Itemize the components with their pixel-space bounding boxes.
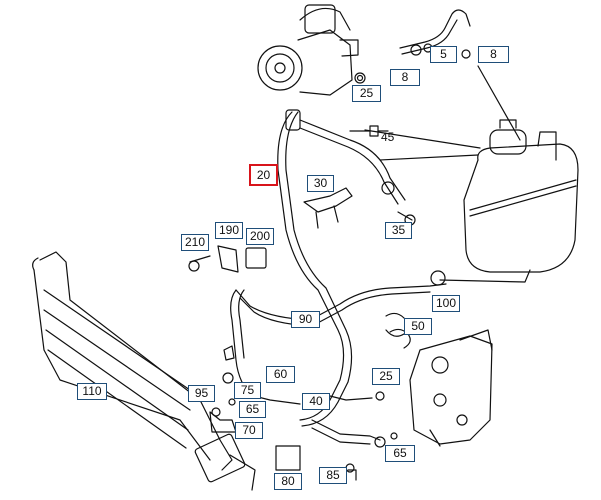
- return-hose-90: [235, 283, 447, 321]
- screw-35: [397, 211, 413, 221]
- callout-35[interactable]: 35: [385, 222, 412, 239]
- callout-5[interactable]: 5: [430, 46, 457, 63]
- bracket-190: [217, 245, 239, 273]
- callout-210[interactable]: 210: [181, 234, 209, 251]
- bolt-75: [222, 372, 234, 384]
- washer-95: [211, 407, 221, 417]
- callout-90[interactable]: 90: [291, 311, 320, 328]
- callout-30[interactable]: 30: [307, 175, 334, 192]
- callout-65-b[interactable]: 65: [385, 445, 415, 462]
- callout-85[interactable]: 85: [319, 467, 347, 484]
- callout-60[interactable]: 60: [266, 366, 295, 383]
- callout-25-a[interactable]: 25: [352, 85, 381, 102]
- steering-gear-box: [409, 329, 493, 447]
- callout-50[interactable]: 50: [404, 318, 432, 335]
- power-steering-pump: [257, 4, 366, 96]
- leader-line: [477, 65, 521, 141]
- bracket-30: [303, 187, 353, 213]
- callout-40[interactable]: 40: [302, 393, 330, 410]
- callout-95[interactable]: 95: [188, 385, 215, 402]
- callout-25-b[interactable]: 25: [372, 368, 400, 385]
- clip-200: [245, 247, 267, 269]
- fluid-reservoir: [439, 119, 579, 283]
- callout-8-a[interactable]: 8: [478, 46, 509, 63]
- callout-200[interactable]: 200: [246, 228, 274, 245]
- bolt-210: [188, 260, 200, 272]
- callout-70[interactable]: 70: [235, 422, 263, 439]
- callout-100[interactable]: 100: [432, 295, 460, 312]
- callout-190[interactable]: 190: [215, 222, 243, 239]
- callout-110[interactable]: 110: [77, 383, 107, 400]
- bracket-70: [209, 411, 237, 433]
- supply-hose-5: [399, 9, 471, 49]
- callout-8-b[interactable]: 8: [390, 69, 420, 86]
- callout-65-a[interactable]: 65: [239, 401, 266, 418]
- label-45: 45: [381, 130, 395, 144]
- callout-75[interactable]: 75: [234, 382, 261, 399]
- pipe-65: [311, 419, 381, 441]
- callout-80[interactable]: 80: [274, 473, 302, 490]
- callout-20-selected[interactable]: 20: [249, 164, 278, 186]
- clamp-80: [275, 445, 301, 471]
- screw-85: [347, 469, 357, 481]
- oil-cooler-110: [32, 251, 256, 491]
